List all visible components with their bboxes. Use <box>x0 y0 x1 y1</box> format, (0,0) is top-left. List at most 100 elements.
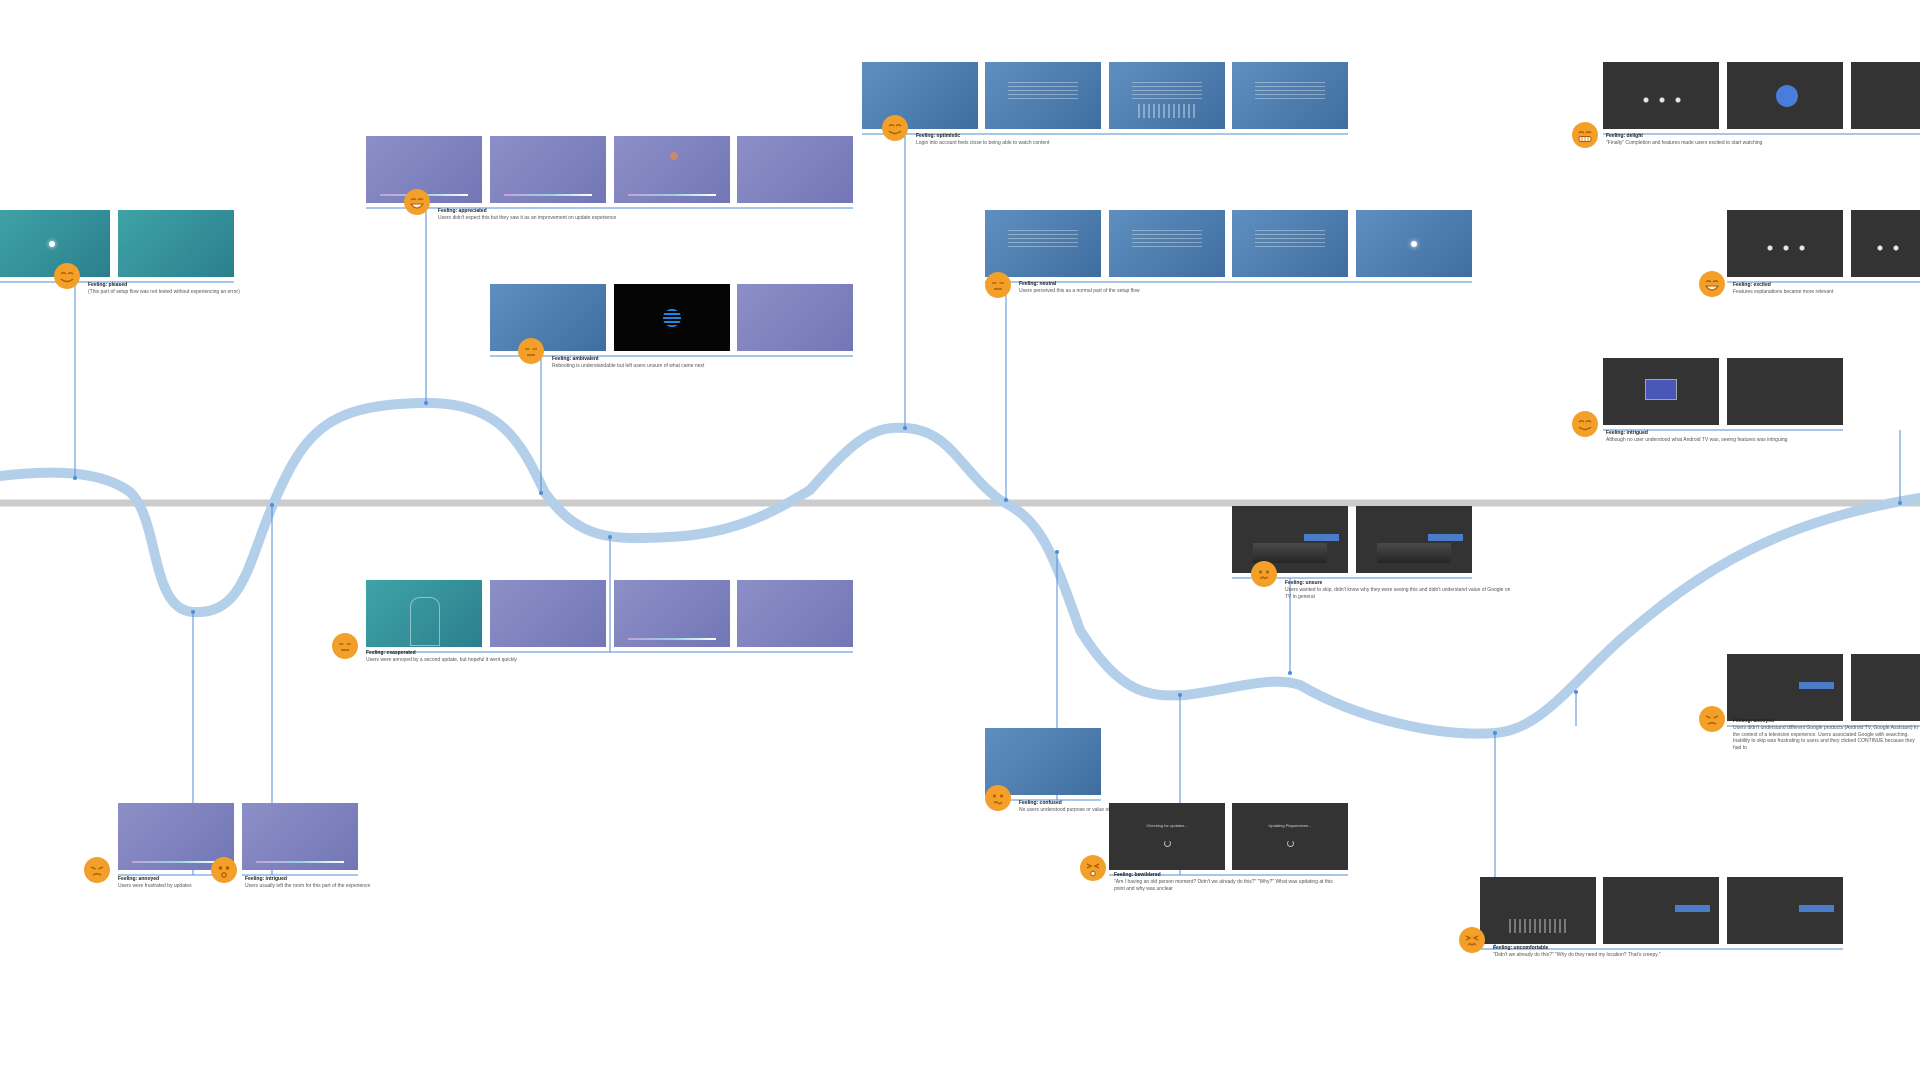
curve-anchor-dot <box>608 535 612 539</box>
screen-thumbnail <box>1727 358 1843 425</box>
feeling-description: "Didn't we already do this?" "Why do the… <box>1493 952 1661 958</box>
feeling-label: Feeling: uncomfortable <box>1493 945 1549 951</box>
flat-face-icon <box>985 272 1011 298</box>
screen-lines <box>1255 230 1325 251</box>
screen-bar <box>627 194 717 197</box>
feeling-description: "Am I having an old person moment? Didn'… <box>1114 879 1333 892</box>
big-smile-face-icon <box>1699 271 1725 297</box>
screen-thumbnail <box>737 580 853 647</box>
screen-bar <box>503 194 593 197</box>
screen-thumbnail <box>1727 877 1843 944</box>
screen-circle-blue <box>1775 85 1798 108</box>
screen-lines <box>1132 82 1202 103</box>
wince-face-icon <box>1459 927 1485 953</box>
screen-thumbnail <box>862 62 978 129</box>
annoyed-face-icon <box>84 857 110 883</box>
screen-lines <box>1008 82 1078 103</box>
flat-face-icon <box>332 633 358 659</box>
screen-thumbnail <box>490 284 606 351</box>
curve-anchor-dot <box>1574 690 1578 694</box>
stage-caption: Feeling: delight"Finally" Completion and… <box>1606 133 1836 147</box>
feeling-label: Feeling: pleased <box>88 282 128 288</box>
screen-tv-img <box>1376 542 1452 563</box>
big-smile-face-icon <box>404 189 430 215</box>
feeling-label: Feeling: annoyed <box>118 876 160 882</box>
feeling-description: "Finally" Completion and features made u… <box>1606 140 1763 146</box>
feeling-description: Users perceived this as a normal part of… <box>1019 288 1140 294</box>
screen-thumbnail <box>985 210 1101 277</box>
curve-anchor-dot <box>539 491 543 495</box>
screen-text: Checking for updates... <box>1146 823 1188 829</box>
screen-thumbnail <box>1727 62 1843 129</box>
screen-blue-btn <box>1798 905 1834 913</box>
screen-thumbnail <box>985 728 1101 795</box>
feeling-label: Feeling: intrigued <box>245 876 287 882</box>
curve-anchor-dot <box>270 503 274 507</box>
feeling-label: Feeling: appreciated <box>438 208 487 214</box>
curve-anchor-dot <box>1004 498 1008 502</box>
screen-thumbnail: Updating Playservices... <box>1232 803 1348 870</box>
curve-anchor-dot <box>903 426 907 430</box>
flat-face-icon <box>518 338 544 364</box>
screen-spin <box>1287 839 1294 847</box>
screen-thumbnail <box>1480 877 1596 944</box>
feeling-description: Rebooting is understandable but left use… <box>552 363 705 369</box>
screen-screen-rect <box>1644 379 1677 401</box>
annoyed-face-icon <box>1699 706 1725 732</box>
screen-thumbnail <box>1232 210 1348 277</box>
stage-caption: Feeling: uncomfortable"Didn't we already… <box>1493 945 1723 959</box>
screen-remote <box>410 596 440 646</box>
screen-lines <box>1132 230 1202 251</box>
stage-caption: Feeling: pleased(This part of setup flow… <box>88 282 318 296</box>
screen-dot <box>49 240 55 247</box>
screen-thumbnail <box>985 62 1101 129</box>
screen-lines <box>1255 82 1325 103</box>
feeling-description: No users understood purpose or value of … <box>1019 807 1121 813</box>
feeling-description: Users wanted to skip, didn't know why th… <box>1285 587 1511 600</box>
curve-anchor-dot <box>424 401 428 405</box>
screen-thumbnail <box>1109 62 1225 129</box>
screen-bar <box>131 861 221 864</box>
feeling-description: Login into account feels close to being … <box>916 140 1050 146</box>
screen-thumbnail <box>614 284 730 351</box>
grin-face-icon <box>1572 122 1598 148</box>
screen-icons <box>1761 243 1809 252</box>
screen-blue-btn <box>1427 534 1463 542</box>
screen-avatar-dot <box>669 152 678 161</box>
screen-thumbnail <box>1603 62 1719 129</box>
screen-thumbnail <box>614 580 730 647</box>
feeling-description: (This part of setup flow was not tested … <box>88 289 240 295</box>
screen-blue-btn <box>1303 534 1339 542</box>
screen-text: Updating Playservices... <box>1268 823 1312 829</box>
smile-face-icon <box>54 263 80 289</box>
screen-thumbnail <box>614 136 730 203</box>
feeling-label: Feeling: exasperated <box>366 650 416 656</box>
smile-face-icon <box>1572 411 1598 437</box>
feeling-description: Users didn't expect this but they saw it… <box>438 215 617 221</box>
connector-lines <box>0 133 1920 950</box>
screen-thumbnail <box>1851 654 1920 721</box>
smile-face-icon <box>882 115 908 141</box>
screen-thumbnail <box>1603 358 1719 425</box>
curve-anchor-dot <box>1178 693 1182 697</box>
emotion-curve <box>0 397 1920 739</box>
screen-thumbnail <box>1232 62 1348 129</box>
screen-thumbnail <box>1851 210 1920 277</box>
screen-icons <box>1871 243 1900 252</box>
feeling-description: Users didn't understand different Google… <box>1733 725 1918 751</box>
screen-thumbnail <box>1109 210 1225 277</box>
screen-keyboard <box>1509 918 1567 934</box>
screen-bar <box>627 638 717 641</box>
feeling-description: Although no user understood what Android… <box>1606 437 1788 443</box>
screen-thumbnail <box>490 580 606 647</box>
